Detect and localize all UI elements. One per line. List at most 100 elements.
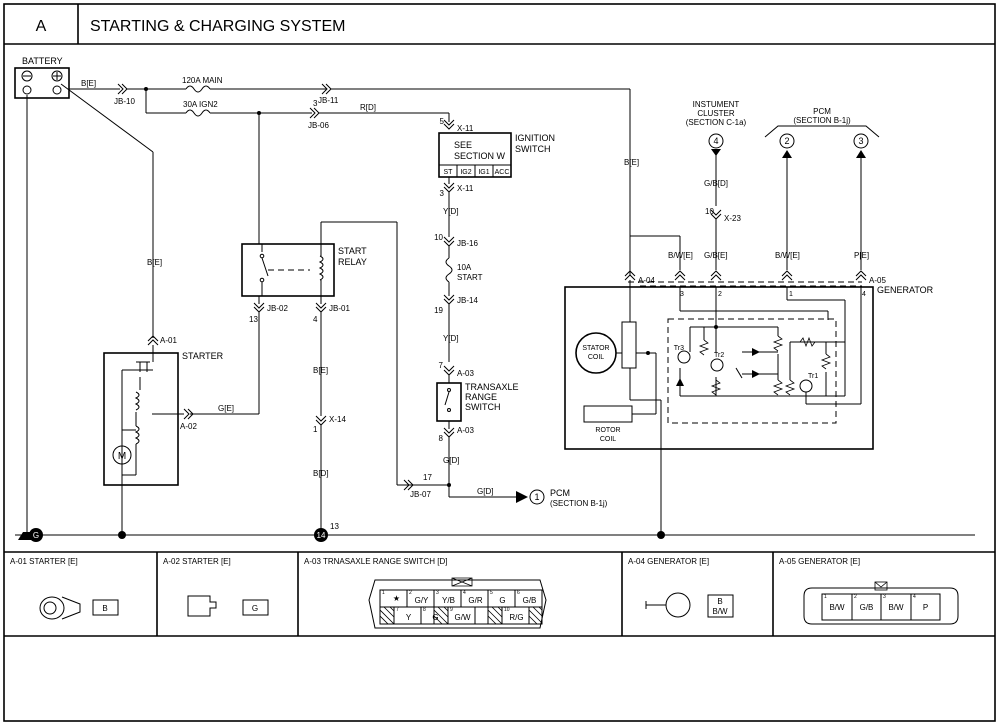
- wire-ge: G[E]: [218, 404, 234, 413]
- connector-view-a02: A-02 STARTER [E] G: [163, 557, 269, 617]
- wire-bwe-2: B/W[E]: [775, 251, 800, 260]
- page-frame: [3, 3, 996, 722]
- svg-text:4: 4: [713, 136, 718, 146]
- svg-text:7: 7: [439, 361, 444, 370]
- wire-bd: B[D]: [313, 469, 329, 478]
- svg-text:19: 19: [434, 306, 443, 315]
- svg-text:A-04 GENERATOR [E]: A-04 GENERATOR [E]: [628, 557, 709, 566]
- svg-text:5: 5: [440, 117, 445, 126]
- svg-text:14: 14: [317, 531, 326, 540]
- svg-text:INSTUMENT: INSTUMENT: [693, 100, 740, 109]
- svg-text:JB-10: JB-10: [114, 97, 135, 106]
- svg-text:13: 13: [330, 522, 339, 531]
- ground-junction-starter: [118, 531, 126, 539]
- connector-a05: A-05: [869, 276, 886, 285]
- svg-text:ACC: ACC: [495, 169, 510, 176]
- svg-text:RELAY: RELAY: [338, 257, 367, 267]
- wire-gd: G[D]: [443, 456, 459, 465]
- connector-x11a: X-11: [457, 124, 474, 133]
- wire-rd: R[D]: [360, 103, 376, 112]
- svg-text:IG2: IG2: [460, 169, 471, 176]
- instrument-cluster-ref: INSTUMENT CLUSTER (SECTION C-1a) 4: [686, 100, 747, 156]
- svg-text:BATTERY: BATTERY: [22, 56, 63, 66]
- svg-text:Tr1: Tr1: [808, 373, 818, 380]
- wire-be-gen: B[E]: [624, 158, 639, 167]
- wire-yd-1: Y[D]: [443, 207, 459, 216]
- connector-a04: A-04: [638, 276, 655, 285]
- svg-text:SECTION W: SECTION W: [454, 151, 506, 161]
- svg-text:1: 1: [313, 425, 318, 434]
- svg-text:IG1: IG1: [478, 169, 489, 176]
- svg-text:10A: 10A: [457, 263, 472, 272]
- wire-yd-2: Y[D]: [443, 334, 459, 343]
- svg-text:10: 10: [434, 233, 443, 242]
- connector-view-a01: A-01 STARTER [E] B: [10, 557, 119, 620]
- svg-text:Tr2: Tr2: [714, 352, 724, 359]
- connector-x14: X-14: [329, 415, 346, 424]
- pcm-top-ref: PCM (SECTION B-1j) 2 3: [764, 107, 880, 158]
- svg-text:START: START: [457, 273, 483, 282]
- wire-gbe: G/B[E]: [704, 251, 728, 260]
- svg-text:3: 3: [680, 291, 684, 298]
- page-title: STARTING & CHARGING SYSTEM: [90, 18, 345, 35]
- svg-text:3: 3: [858, 136, 863, 146]
- svg-text:STARTER: STARTER: [182, 351, 224, 361]
- connector-view-a03: A-03 TRNASAXLE RANGE SWITCH [D]: [304, 557, 547, 629]
- svg-text:8: 8: [439, 434, 444, 443]
- wire-gd-pcm: G[D]: [477, 487, 493, 496]
- section-letter: A: [36, 18, 47, 35]
- svg-text:G: G: [252, 604, 258, 613]
- svg-text:STATOR: STATOR: [582, 345, 609, 352]
- svg-text:B: B: [102, 604, 107, 613]
- svg-text:PCM: PCM: [813, 107, 831, 116]
- connector-x11b: X-11: [457, 184, 474, 193]
- svg-text:G: G: [33, 531, 39, 540]
- svg-text:TRANSAXLE: TRANSAXLE: [465, 382, 519, 392]
- svg-text:(SECTION B-1j): (SECTION B-1j): [793, 116, 851, 125]
- svg-text:2: 2: [718, 291, 722, 298]
- svg-text:M: M: [118, 451, 126, 462]
- connector-jb06: JB-06: [308, 121, 329, 130]
- connector-jb10: JB-10: [114, 83, 135, 106]
- svg-text:B: B: [717, 597, 722, 606]
- svg-text:B/W: B/W: [712, 607, 728, 616]
- svg-text:1: 1: [789, 291, 793, 298]
- svg-text:A-03 TRNASAXLE RANGE SWITCH [D: A-03 TRNASAXLE RANGE SWITCH [D]: [304, 557, 447, 566]
- connector-jb14: JB-14: [457, 296, 478, 305]
- ground-14: [314, 528, 328, 542]
- svg-text:START: START: [338, 246, 367, 256]
- svg-text:IGNITION: IGNITION: [515, 133, 555, 143]
- svg-text:COIL: COIL: [588, 354, 604, 361]
- fuse-30a-ign2: 30A IGN2: [183, 100, 218, 117]
- connector-jb02: JB-02: [267, 304, 288, 313]
- start-relay: START RELAY: [241, 243, 367, 297]
- connector-a03b: A-03: [457, 426, 474, 435]
- svg-text:3: 3: [313, 99, 318, 108]
- connector-a03a: A-03: [457, 369, 474, 378]
- ignition-switch: SEE SECTION W ST IG2 IG1 ACC IGNITION SW…: [438, 132, 555, 178]
- wire-be-starter: B[E]: [147, 258, 162, 267]
- connector-jb01: JB-01: [329, 304, 350, 313]
- svg-text:A-01 STARTER [E]: A-01 STARTER [E]: [10, 557, 78, 566]
- svg-text:SWITCH: SWITCH: [515, 144, 551, 154]
- svg-text:(SECTION C-1a): (SECTION C-1a): [686, 118, 747, 127]
- connector-a02: A-02: [180, 422, 197, 431]
- svg-text:4: 4: [862, 291, 866, 298]
- wire-bwe-1: B/W[E]: [668, 251, 693, 260]
- starter: STARTER M: [103, 351, 224, 486]
- svg-text:10: 10: [705, 207, 714, 216]
- battery: BATTERY: [14, 56, 70, 99]
- svg-text:RANGE: RANGE: [465, 392, 497, 402]
- svg-text:4: 4: [313, 315, 318, 324]
- svg-text:ST: ST: [444, 169, 454, 176]
- connector-view-a04: A-04 GENERATOR [E] B B/W: [628, 557, 734, 618]
- svg-text:ROTOR: ROTOR: [595, 427, 620, 434]
- svg-text:(SECTION B-1j): (SECTION B-1j): [550, 499, 608, 508]
- transaxle-range-switch: TRANSAXLE RANGE SWITCH: [436, 382, 519, 422]
- svg-text:1: 1: [534, 492, 539, 502]
- fuse-120a-main: 120A MAIN: [182, 76, 223, 93]
- generator: GENERATOR STATOR COIL ROTOR COIL Tr3 Tr2…: [564, 285, 934, 535]
- svg-text:SWITCH: SWITCH: [465, 402, 501, 412]
